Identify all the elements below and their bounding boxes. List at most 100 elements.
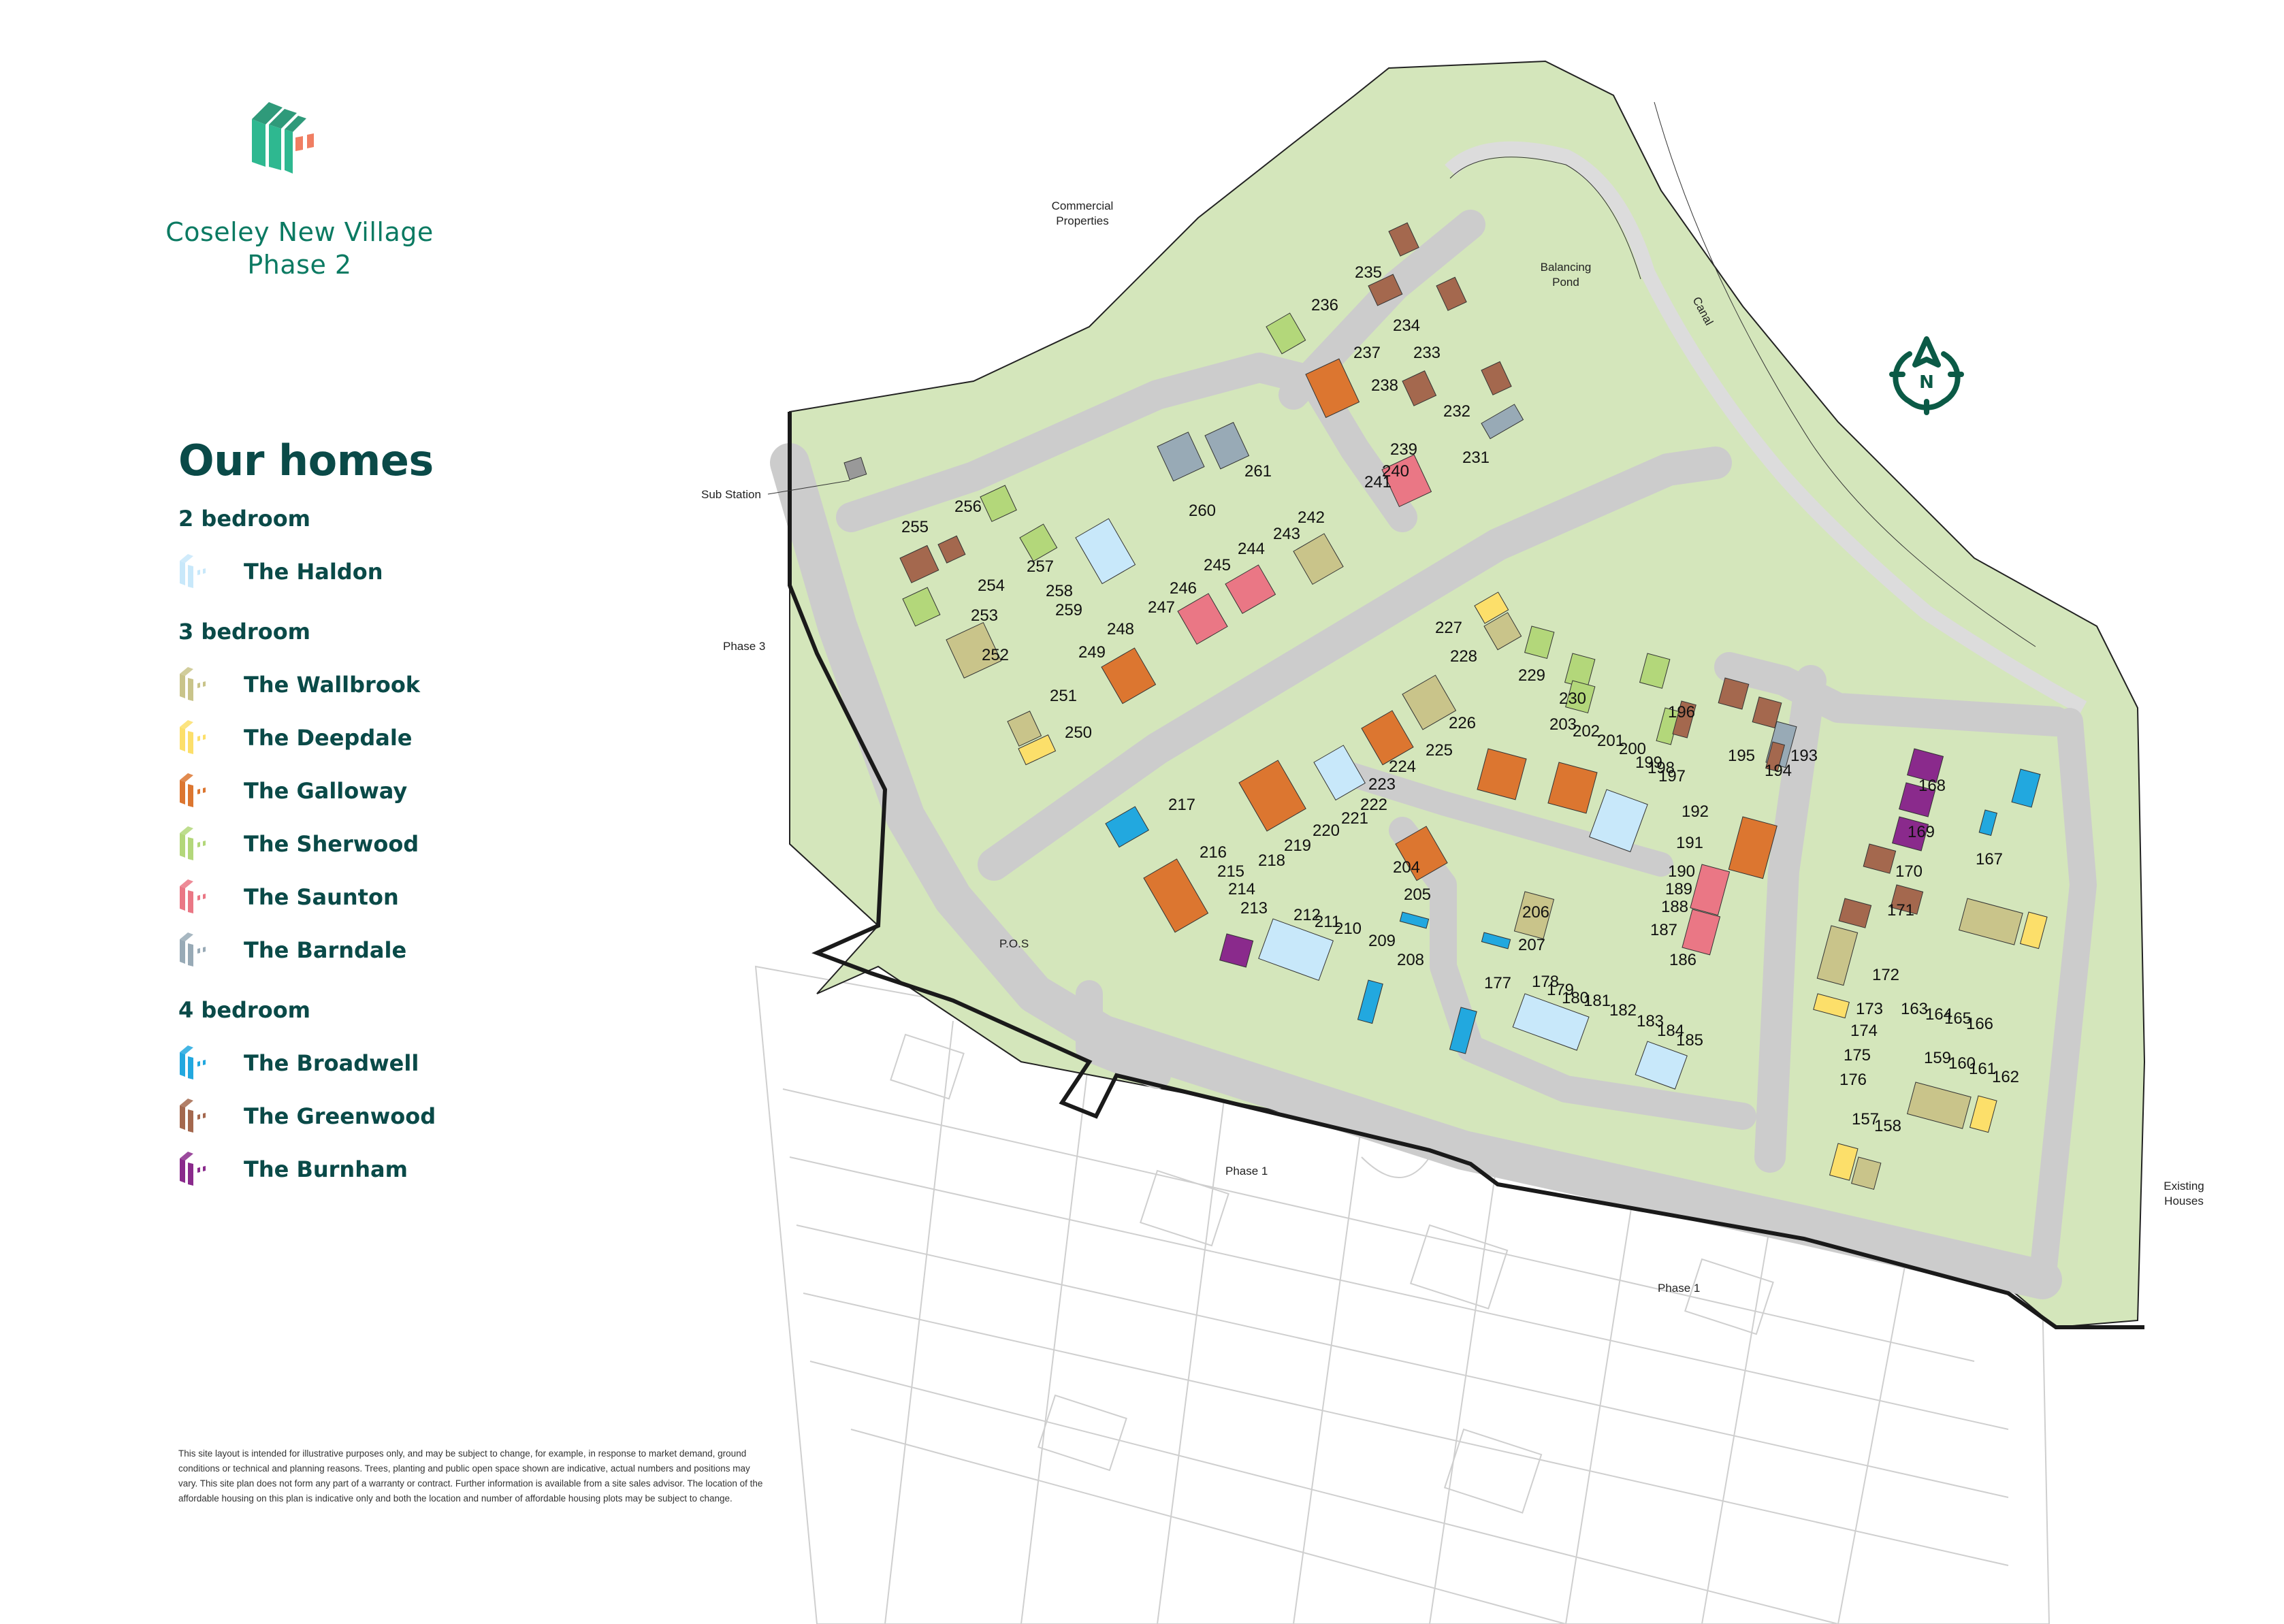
plot-label[interactable]: 232 [1443, 402, 1470, 421]
plot-label[interactable]: 213 [1240, 899, 1268, 917]
plot-label[interactable]: 175 [1844, 1046, 1871, 1065]
plot-label[interactable]: 191 [1676, 834, 1703, 852]
plot-label[interactable]: 165 [1944, 1009, 1972, 1028]
plot-label[interactable]: 166 [1966, 1015, 1993, 1033]
plot-label[interactable]: 170 [1895, 862, 1923, 881]
plot-label[interactable]: 186 [1669, 951, 1696, 969]
plot-label[interactable]: 234 [1393, 316, 1420, 335]
plot-label[interactable]: 259 [1055, 601, 1082, 619]
plot-label[interactable]: 248 [1107, 620, 1134, 638]
plot-label[interactable]: 251 [1050, 687, 1077, 705]
plot-label[interactable]: 211 [1315, 913, 1340, 931]
plot-label[interactable]: 217 [1168, 796, 1195, 814]
plot-label[interactable]: 238 [1371, 376, 1398, 395]
plot-label[interactable]: 193 [1790, 747, 1818, 765]
plot-label[interactable]: 255 [901, 518, 929, 536]
plot-label[interactable]: 250 [1065, 724, 1092, 742]
plot-label[interactable]: 261 [1244, 462, 1272, 481]
plot-label[interactable]: 226 [1449, 714, 1476, 732]
plot-label[interactable]: 225 [1426, 741, 1453, 760]
plot-label[interactable]: 239 [1390, 440, 1417, 459]
plot-label[interactable]: 174 [1850, 1022, 1878, 1040]
plot-label[interactable]: 180 [1562, 989, 1589, 1007]
plot-label[interactable]: 164 [1925, 1005, 1952, 1024]
plot-label[interactable]: 158 [1874, 1117, 1901, 1135]
plot-label[interactable]: 253 [971, 606, 998, 625]
plot-label[interactable]: 161 [1969, 1060, 1996, 1078]
plot-label[interactable]: 190 [1668, 862, 1695, 881]
plot-label[interactable]: 257 [1027, 557, 1054, 576]
plot-label[interactable]: 227 [1435, 619, 1462, 637]
plot-label[interactable]: 207 [1518, 936, 1545, 954]
plot-label[interactable]: 167 [1976, 850, 2003, 868]
plot-label[interactable]: 258 [1046, 582, 1073, 600]
plot-label[interactable]: 204 [1393, 858, 1420, 877]
plot-label[interactable]: 222 [1360, 796, 1387, 814]
plot-label[interactable]: 233 [1413, 344, 1441, 362]
plot-label[interactable]: 224 [1389, 758, 1416, 776]
plot-label[interactable]: 200 [1619, 740, 1646, 758]
plot-label[interactable]: 206 [1522, 903, 1549, 922]
plot-label[interactable]: 177 [1484, 974, 1511, 992]
plot-label[interactable]: 221 [1341, 809, 1368, 828]
plot-label[interactable]: 208 [1397, 951, 1424, 969]
plot-label[interactable]: 179 [1547, 981, 1574, 999]
plot-label[interactable]: 256 [954, 498, 982, 516]
plot-label[interactable]: 189 [1665, 880, 1692, 898]
plot-label[interactable]: 216 [1200, 843, 1227, 862]
plot-label[interactable]: 195 [1728, 747, 1755, 765]
plot-label[interactable]: 181 [1583, 992, 1611, 1010]
plot-label[interactable]: 235 [1355, 263, 1382, 282]
plot-label[interactable]: 173 [1856, 1000, 1883, 1018]
plot-label[interactable]: 197 [1658, 767, 1686, 785]
plot-label[interactable]: 237 [1353, 344, 1381, 362]
plot-label[interactable]: 254 [978, 576, 1005, 595]
plot-label[interactable]: 198 [1647, 759, 1675, 777]
plot-label[interactable]: 171 [1887, 901, 1914, 920]
plot-label[interactable]: 209 [1368, 932, 1396, 950]
plot-label[interactable]: 260 [1189, 502, 1216, 520]
plot-label[interactable]: 246 [1170, 579, 1197, 598]
plot-label[interactable]: 230 [1559, 689, 1586, 708]
plot-label[interactable]: 228 [1450, 647, 1477, 666]
plot-label[interactable]: 223 [1368, 775, 1396, 794]
plot-label[interactable]: 203 [1549, 715, 1577, 734]
plot-label[interactable]: 212 [1293, 906, 1321, 924]
plot-label[interactable]: 219 [1284, 837, 1311, 855]
plot-label[interactable]: 169 [1908, 823, 1935, 841]
plot-label[interactable]: 196 [1668, 703, 1695, 721]
plot-label[interactable]: 210 [1334, 920, 1362, 938]
plot-label[interactable]: 214 [1228, 880, 1255, 898]
plot-label[interactable]: 168 [1918, 777, 1946, 795]
plot-label[interactable]: 218 [1258, 851, 1285, 870]
plot-label[interactable]: 220 [1313, 822, 1340, 840]
plot-label[interactable]: 184 [1657, 1022, 1684, 1040]
plot-label[interactable]: 205 [1404, 886, 1431, 904]
plot-label[interactable]: 162 [1992, 1068, 2019, 1086]
plot-label[interactable]: 201 [1597, 732, 1624, 750]
plot-label[interactable]: 172 [1872, 966, 1899, 984]
plot-label[interactable]: 249 [1078, 643, 1106, 662]
plot-label[interactable]: 202 [1573, 722, 1600, 741]
plot-label[interactable]: 229 [1518, 666, 1545, 685]
plot-label[interactable]: 182 [1609, 1001, 1637, 1020]
plot-label[interactable]: 245 [1204, 556, 1231, 574]
plot-label[interactable]: 159 [1924, 1049, 1951, 1067]
plot-label[interactable]: 243 [1273, 525, 1300, 543]
plot-label[interactable]: 231 [1462, 449, 1490, 467]
plot-label[interactable]: 176 [1839, 1071, 1867, 1089]
plot-label[interactable]: 183 [1637, 1012, 1664, 1030]
plot-label[interactable]: 157 [1852, 1110, 1879, 1128]
plot-label[interactable]: 192 [1682, 802, 1709, 821]
plot-label[interactable]: 187 [1650, 921, 1677, 939]
plot-label[interactable]: 242 [1298, 508, 1325, 527]
plot-label[interactable]: 199 [1635, 753, 1662, 772]
plot-label[interactable]: 185 [1676, 1031, 1703, 1050]
plot-label[interactable]: 194 [1765, 762, 1792, 780]
plot-label[interactable]: 188 [1661, 898, 1688, 916]
plot-label[interactable]: 244 [1238, 540, 1265, 558]
plot-label[interactable]: 241 [1364, 473, 1392, 491]
plot-label[interactable]: 240 [1382, 462, 1409, 481]
plot-label[interactable]: 215 [1217, 862, 1244, 881]
plot-label[interactable]: 178 [1532, 973, 1559, 991]
